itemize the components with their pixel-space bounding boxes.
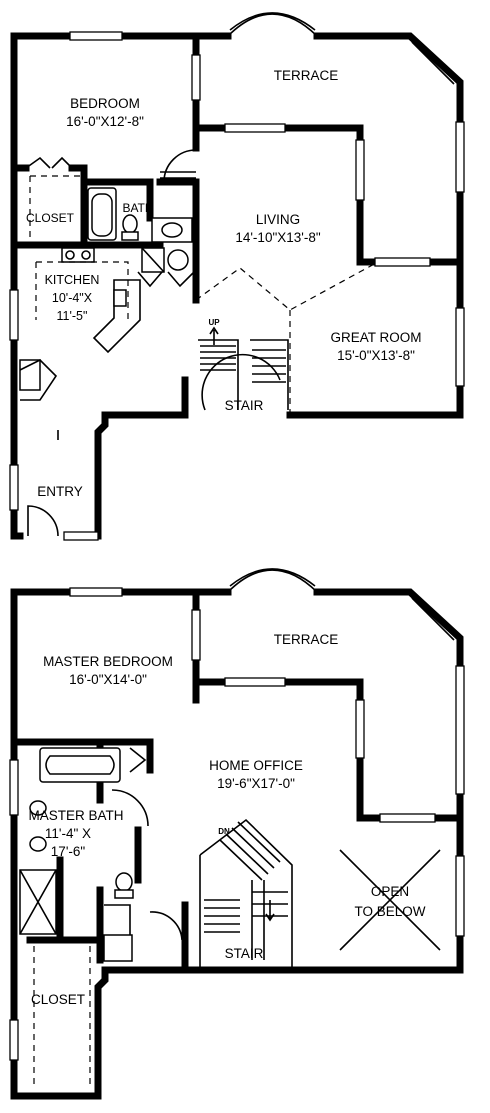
room-size-home-office: 19'-6"X17'-0"	[217, 776, 295, 791]
stair-direction-up: UP	[208, 318, 220, 327]
room-label-home-office: HOME OFFICE	[209, 758, 303, 773]
upper-terrace-bay	[227, 13, 318, 37]
window	[69, 587, 123, 597]
window	[224, 677, 286, 687]
room-label-bath: BATH	[122, 201, 153, 215]
sink	[29, 836, 47, 852]
room-label-stair-lower: STAIR	[225, 946, 264, 961]
entry-door-swing	[27, 505, 59, 537]
door-swing	[111, 789, 149, 827]
window	[379, 813, 436, 823]
room-size-kitchen-2: 11'-5"	[57, 309, 88, 323]
toilet	[115, 872, 133, 892]
window	[9, 759, 19, 816]
room-label-closet-lower: CLOSET	[31, 992, 85, 1007]
window	[355, 699, 365, 759]
cooktop	[61, 247, 95, 263]
lower-floor-plan: TERRACE MASTER BEDROOM 16'-0"X14'-0" HOM…	[9, 568, 465, 1100]
window	[455, 665, 465, 795]
open-to-below-cross	[339, 849, 441, 951]
room-label-closet: CLOSET	[26, 211, 75, 225]
room-label-terrace-lower: TERRACE	[274, 632, 339, 647]
door-swing	[163, 149, 197, 183]
room-label-master-bedroom: MASTER BEDROOM	[43, 654, 173, 669]
lower-terrace-bay	[227, 569, 318, 593]
room-label-master-bath: MASTER BATH	[28, 808, 123, 823]
upper-interior-wall	[10, 32, 464, 419]
stair-direction-down: DN	[218, 827, 230, 836]
room-label-open: OPEN	[371, 884, 409, 899]
upper-stair	[198, 326, 289, 411]
window	[374, 257, 431, 267]
window	[191, 54, 201, 101]
toilet	[122, 214, 138, 234]
room-size-kitchen-1: 10'-4"X	[52, 291, 93, 305]
room-size-great-room: 15'-0"X13'-8"	[337, 348, 415, 363]
room-size-living: 14'-10"X13'-8"	[235, 230, 320, 245]
window	[455, 121, 465, 193]
room-label-stair: STAIR	[225, 398, 264, 413]
room-size-master-bedroom: 16'-0"X14'-0"	[69, 672, 147, 687]
room-label-living: LIVING	[256, 212, 300, 227]
lower-stair	[199, 818, 293, 970]
window	[9, 1019, 19, 1061]
window	[9, 464, 19, 511]
window	[455, 307, 465, 387]
room-label-terrace: TERRACE	[274, 68, 339, 83]
sink	[113, 289, 127, 307]
vanity	[103, 934, 133, 962]
window	[355, 139, 365, 201]
room-size-master-bath-2: 17'-6"	[51, 844, 86, 859]
room-label-bedroom: BEDROOM	[70, 96, 140, 111]
kitchen-counter	[92, 279, 141, 354]
sink	[29, 800, 47, 816]
window	[69, 31, 123, 41]
window	[224, 123, 286, 133]
window	[191, 609, 201, 661]
window	[455, 855, 465, 937]
room-size-master-bath-1: 11'-4" X	[45, 826, 91, 841]
room-label-to-below: TO BELOW	[354, 904, 425, 919]
room-label-great-room: GREAT ROOM	[330, 330, 421, 345]
dryer	[167, 249, 189, 271]
upper-floor-plan: BEDROOM 16'-0"X12'-8" TERRACE CLOSET BAT…	[9, 12, 465, 541]
room-label-entry: ENTRY	[37, 484, 83, 499]
room-size-bedroom: 16'-0"X12'-8"	[66, 114, 144, 129]
window	[9, 289, 19, 341]
room-label-kitchen: KITCHEN	[45, 273, 100, 287]
